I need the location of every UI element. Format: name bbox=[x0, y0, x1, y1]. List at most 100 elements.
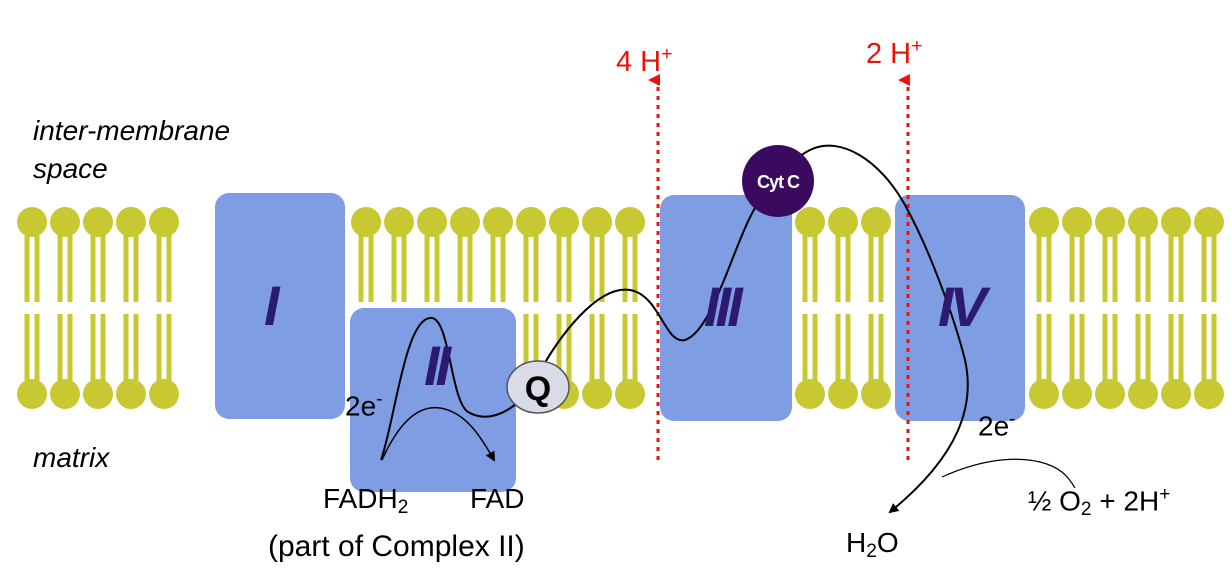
fadh2-label: FADH2 bbox=[323, 483, 409, 518]
lipid-head bbox=[795, 379, 825, 409]
part-of-complex-label: (part of Complex II) bbox=[268, 530, 525, 563]
lipid-tail bbox=[166, 314, 172, 384]
lipid-head bbox=[1095, 379, 1125, 409]
lipid-tail bbox=[835, 232, 841, 302]
lipid-tail bbox=[1211, 232, 1217, 302]
lipid-tail bbox=[1079, 232, 1085, 302]
lipid-head bbox=[516, 207, 546, 237]
complex-i-label: I bbox=[264, 274, 279, 337]
lipid-head bbox=[861, 379, 891, 409]
lipid-tail bbox=[1069, 232, 1075, 302]
lipid-head bbox=[483, 207, 513, 237]
lipid-tail bbox=[123, 314, 129, 384]
lipid-tail bbox=[24, 314, 30, 384]
oxygen-input-curve bbox=[941, 458, 1076, 489]
lipid-tail bbox=[812, 314, 818, 384]
lipid-tail bbox=[90, 314, 96, 384]
lipid-tail bbox=[1046, 232, 1052, 302]
complex-ii-box[interactable] bbox=[350, 308, 516, 492]
cytochrome-c[interactable] bbox=[742, 145, 814, 217]
lipid-head bbox=[417, 207, 447, 237]
lipid-tail bbox=[589, 314, 595, 384]
lipid-tail bbox=[632, 314, 638, 384]
lipid-tail bbox=[845, 232, 851, 302]
lipid-head bbox=[17, 379, 47, 409]
lipid-head bbox=[549, 207, 579, 237]
intermembrane-label-line2: space bbox=[33, 153, 108, 184]
lipid-tail bbox=[424, 232, 430, 302]
lipid-head bbox=[116, 379, 146, 409]
lipid-tail bbox=[556, 232, 562, 302]
lipid-head bbox=[83, 379, 113, 409]
lipid-head bbox=[615, 379, 645, 409]
lipid-tail bbox=[1112, 232, 1118, 302]
lipid-tail bbox=[589, 232, 595, 302]
fadh2-to-fad-arrow bbox=[381, 406, 495, 462]
lipid-tail bbox=[1112, 314, 1118, 384]
intermembrane-label-line1: inter-membrane bbox=[33, 115, 231, 146]
lipid-tail bbox=[57, 314, 63, 384]
lipid-head bbox=[582, 379, 612, 409]
lipid-tail bbox=[1145, 232, 1151, 302]
complex-iii-box[interactable] bbox=[660, 195, 792, 421]
lipid-tail bbox=[133, 232, 139, 302]
lipid-tail bbox=[523, 314, 529, 384]
electron-label-left: 2e- bbox=[345, 389, 383, 422]
lipid-tail bbox=[1069, 314, 1075, 384]
lipid-head bbox=[1161, 207, 1191, 237]
lipid-tail bbox=[1079, 314, 1085, 384]
lipid-head bbox=[1029, 379, 1059, 409]
lipid-head bbox=[828, 379, 858, 409]
electron-label-right: 2e- bbox=[978, 409, 1016, 442]
lipid-tail bbox=[434, 232, 440, 302]
lipid-head bbox=[450, 207, 480, 237]
lipid-tail bbox=[34, 314, 40, 384]
ubiquinone-carrier[interactable] bbox=[506, 360, 570, 414]
complex-i-box[interactable] bbox=[215, 193, 345, 419]
lipid-tail bbox=[622, 232, 628, 302]
lipid-tail bbox=[1211, 314, 1217, 384]
lipid-tail bbox=[1046, 314, 1052, 384]
lipid-tail bbox=[1145, 314, 1151, 384]
lipid-tail bbox=[622, 314, 628, 384]
lipid-tail bbox=[599, 232, 605, 302]
lipid-tail bbox=[67, 314, 73, 384]
lipid-head bbox=[795, 207, 825, 237]
lipid-tail bbox=[1102, 232, 1108, 302]
lipid-tail bbox=[868, 232, 874, 302]
lipid-head bbox=[1161, 379, 1191, 409]
complex-iii-label: III bbox=[704, 275, 743, 338]
lipid-tail bbox=[24, 232, 30, 302]
lipid-head bbox=[116, 207, 146, 237]
lipid-head bbox=[615, 207, 645, 237]
lipid-tail bbox=[878, 314, 884, 384]
lipid-head bbox=[17, 207, 47, 237]
lipid-tail bbox=[599, 314, 605, 384]
lipid-head bbox=[1029, 207, 1059, 237]
lipid-tail bbox=[100, 232, 106, 302]
lipid-tail bbox=[401, 232, 407, 302]
lipid-tail bbox=[812, 232, 818, 302]
lipid-tail bbox=[34, 232, 40, 302]
lipid-tail bbox=[67, 232, 73, 302]
lipid-tail bbox=[490, 232, 496, 302]
lipid-tail bbox=[802, 232, 808, 302]
lipid-tail bbox=[845, 314, 851, 384]
lipid-tail bbox=[556, 314, 562, 384]
lipid-head bbox=[83, 207, 113, 237]
lipid-tail bbox=[835, 314, 841, 384]
lipid-tail bbox=[1201, 232, 1207, 302]
complex-iv-label: IV bbox=[938, 275, 987, 338]
lipid-tail bbox=[166, 232, 172, 302]
lipid-tail bbox=[868, 314, 874, 384]
lipid-tail bbox=[632, 232, 638, 302]
lipid-tail bbox=[523, 232, 529, 302]
lipid-head bbox=[1194, 207, 1224, 237]
lipid-head bbox=[828, 207, 858, 237]
electron-path bbox=[380, 144, 969, 514]
proton-label-right: 2 H+ bbox=[866, 35, 923, 70]
lipid-tail bbox=[1036, 314, 1042, 384]
lipid-tail bbox=[1168, 314, 1174, 384]
lipid-head bbox=[1062, 379, 1092, 409]
